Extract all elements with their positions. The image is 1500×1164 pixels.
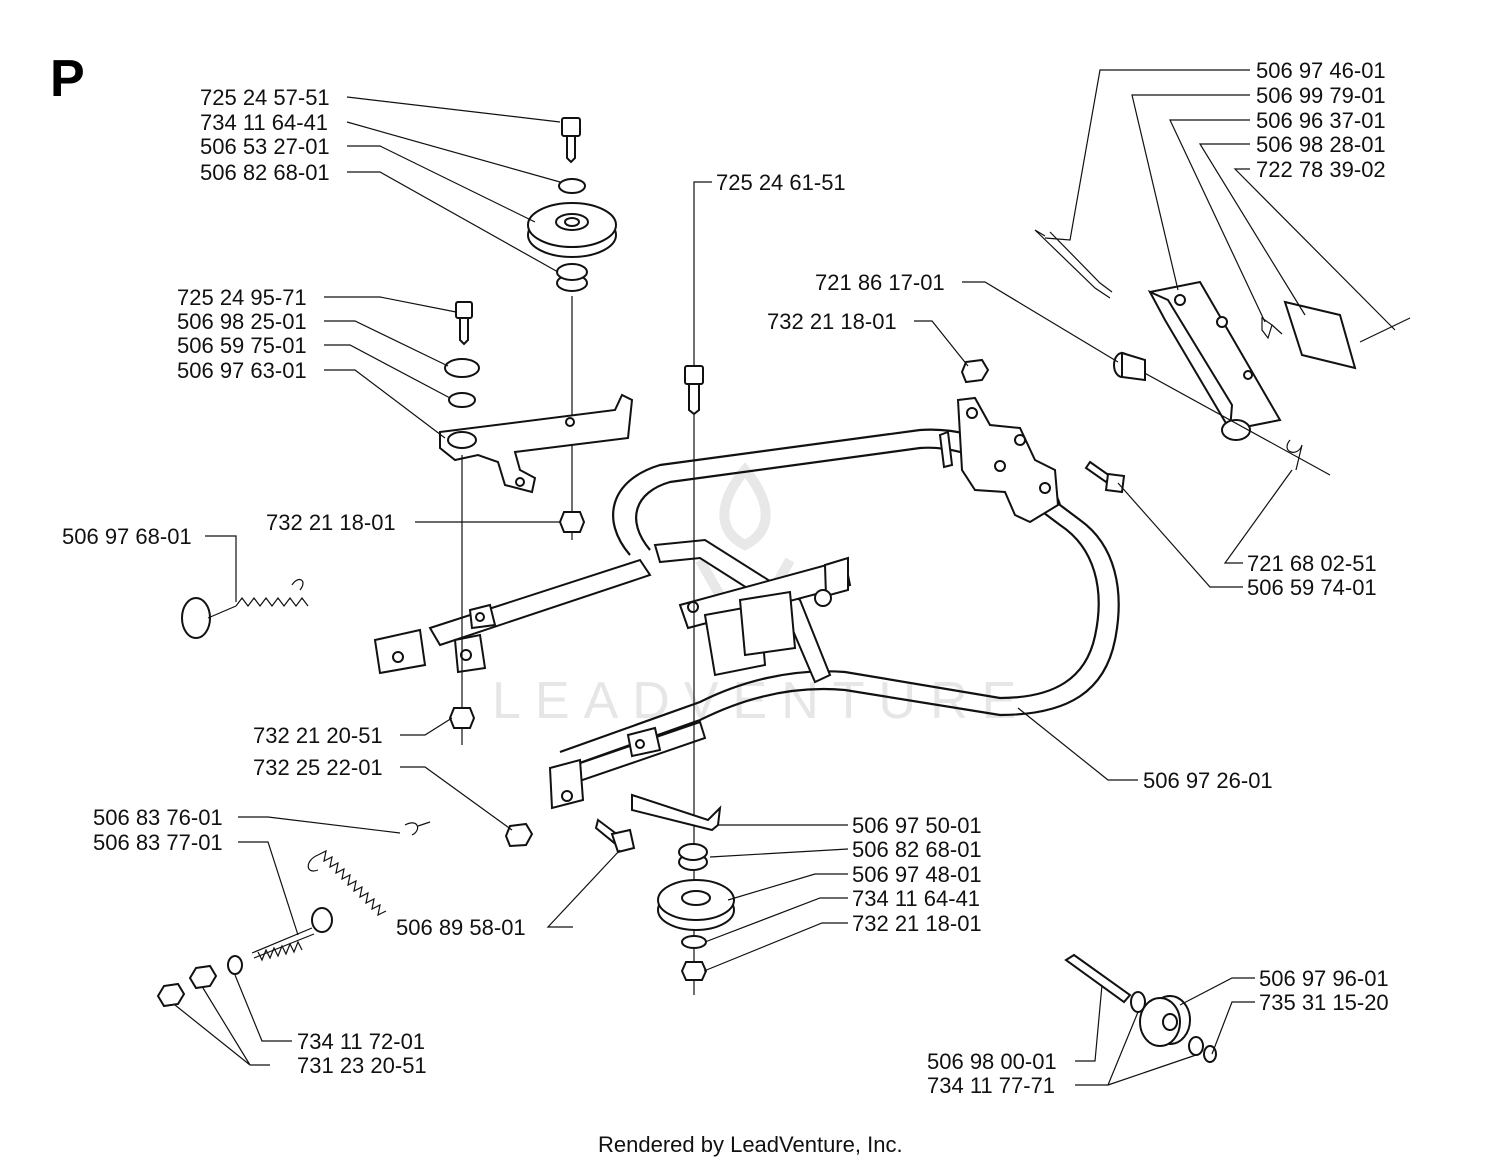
part-number-label[interactable]: 506 97 26-01 — [1143, 768, 1273, 793]
clip-506-96-37-01 — [1261, 316, 1283, 340]
part-number-label[interactable]: 506 97 50-01 — [852, 813, 982, 838]
washer-506-59-75-01 — [448, 392, 476, 408]
part-number-label[interactable]: 725 24 95-71 — [177, 285, 307, 310]
part-number-label[interactable]: 506 97 46-01 — [1256, 58, 1386, 83]
idler-arm-506-97-63-01 — [439, 393, 634, 494]
watermark-text: LEADVENTURE — [492, 672, 1030, 730]
bolt-506-59-74-01 — [1084, 460, 1126, 494]
part-number-label[interactable]: 506 98 00-01 — [927, 1049, 1057, 1074]
pin-721-86-17-01 — [1113, 351, 1146, 382]
clip-721-68-02-51 — [1286, 439, 1303, 471]
washer-734-11-72-01 — [227, 955, 243, 975]
pulley-506-97-48-01 — [657, 879, 735, 931]
rod-506-97-46-01 — [1034, 229, 1113, 299]
rear-mount-plate — [938, 396, 1060, 524]
part-number-label[interactable]: 732 21 20-51 — [253, 723, 383, 748]
part-number-label[interactable]: 734 11 77-71 — [927, 1073, 1055, 1098]
spring-506-83-76-01 — [307, 821, 431, 917]
washer-734-11-64-41 — [558, 178, 586, 194]
wheel-506-97-96-01 — [1139, 995, 1191, 1047]
part-number-label[interactable]: 732 25 22-01 — [253, 755, 383, 780]
nut-732-21-18-01-lower — [680, 961, 708, 981]
spring-506-97-68-01 — [181, 578, 309, 639]
part-number-label[interactable]: 506 97 48-01 — [852, 862, 982, 887]
part-number-label[interactable]: 506 89 58-01 — [396, 915, 526, 940]
washer-734-11-77-71-b — [1188, 1036, 1204, 1056]
part-number-label[interactable]: 734 11 64-41 — [200, 110, 328, 135]
part-labels: 725 24 57-51 734 11 64-41 506 53 27-01 5… — [62, 58, 1389, 1098]
part-number-label[interactable]: 732 21 18-01 — [266, 510, 396, 535]
part-number-label[interactable]: 735 31 15-20 — [1259, 990, 1389, 1015]
part-number-label[interactable]: 721 68 02-51 — [1247, 551, 1377, 576]
footer-credit: Rendered by LeadVenture, Inc. — [598, 1132, 903, 1157]
nut-732-21-20-51 — [448, 707, 476, 729]
part-number-label[interactable]: 506 96 37-01 — [1256, 108, 1386, 133]
leader-lines — [174, 69, 1396, 1086]
part-number-label[interactable]: 506 83 77-01 — [93, 830, 223, 855]
part-number-label[interactable]: 506 98 28-01 — [1256, 132, 1386, 157]
part-number-label[interactable]: 721 86 17-01 — [815, 270, 945, 295]
bolt-506-89-58-01 — [594, 818, 636, 854]
section-letter: P — [50, 50, 85, 108]
bolt-725-24-95-71 — [455, 301, 473, 346]
center-channel-bracket — [653, 538, 852, 684]
nut-732-21-18-01-upper — [558, 511, 586, 533]
bracket-506-97-50-01 — [631, 793, 722, 832]
spacer-506-82-68-01-bottom — [678, 843, 708, 871]
plate-506-98-28-01 — [1283, 300, 1357, 370]
part-number-label[interactable]: 506 59 74-01 — [1247, 575, 1377, 600]
part-number-label[interactable]: 506 82 68-01 — [200, 160, 330, 185]
bolt-725-24-61-51 — [684, 365, 704, 416]
nut-732-25-22-01 — [504, 822, 534, 848]
part-number-label[interactable]: 725 24 57-51 — [200, 85, 330, 110]
part-number-label[interactable]: 506 83 76-01 — [93, 805, 223, 830]
part-number-label[interactable]: 506 97 96-01 — [1259, 966, 1389, 991]
part-number-label[interactable]: 506 98 25-01 — [177, 309, 307, 334]
part-number-label[interactable]: 722 78 39-02 — [1256, 157, 1386, 182]
part-number-label[interactable]: 506 97 63-01 — [177, 358, 307, 383]
pulley-506-53-27-01 — [527, 202, 617, 258]
pedal-bracket-506-99-79-01 — [1147, 280, 1282, 441]
nut-732-21-18-01-right — [960, 358, 990, 384]
part-number-label[interactable]: 506 82 68-01 — [852, 837, 982, 862]
axle-506-98-00-01 — [1064, 953, 1132, 1004]
front-bracket-bar — [373, 558, 652, 675]
nut-731-23-20-51-b — [156, 982, 186, 1008]
part-number-label[interactable]: 734 11 64-41 — [852, 886, 980, 911]
part-number-label[interactable]: 725 24 61-51 — [716, 170, 846, 195]
eyebolt-506-83-77-01 — [251, 907, 333, 962]
pedal-axis — [1129, 364, 1331, 476]
rear-bracket-bar — [548, 720, 707, 810]
spacer-506-82-68-01-top — [556, 263, 588, 292]
washer-734-11-64-41-lower — [681, 935, 707, 949]
pin-722-78-39-02 — [1359, 317, 1411, 343]
bolt-725-24-57-51 — [561, 117, 581, 164]
part-number-label[interactable]: 731 23 20-51 — [297, 1053, 427, 1078]
part-number-label[interactable]: 506 97 68-01 — [62, 524, 192, 549]
part-number-label[interactable]: 732 21 18-01 — [767, 309, 897, 334]
nut-731-23-20-51-a — [188, 964, 218, 990]
washer-506-98-25-01 — [444, 358, 480, 378]
part-number-label[interactable]: 734 11 72-01 — [297, 1029, 425, 1054]
part-number-label[interactable]: 506 59 75-01 — [177, 333, 307, 358]
part-number-label[interactable]: 732 21 18-01 — [852, 911, 982, 936]
part-number-label[interactable]: 506 53 27-01 — [200, 134, 330, 159]
part-number-label[interactable]: 506 99 79-01 — [1256, 83, 1386, 108]
